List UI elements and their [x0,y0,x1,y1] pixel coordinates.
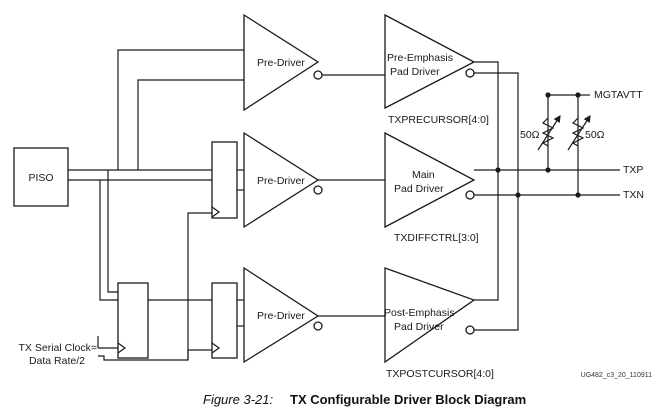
figure-caption: Figure 3-21: TX Configurable Driver Bloc… [203,392,526,407]
piso-block: PISO [13,147,69,207]
pre-emphasis-pad-driver: Pre-Emphasis Pad Driver [384,13,476,110]
post-emphasis-pad-driver: Post-Emphasis Pad Driver [384,267,476,364]
caption-title: TX Configurable Driver Block Diagram [290,392,526,407]
clock-label-line-2: Data Rate/2 [29,355,85,367]
svg-text:Main: Main [412,169,435,181]
txpostcursor-label: TXPOSTCURSOR[4:0] [386,368,494,380]
caption-number: Figure 3-21: [203,392,273,407]
resistor-2-label: 50Ω [585,129,605,141]
svg-text:Pre-Driver: Pre-Driver [257,175,305,187]
txn-label: TXN [623,189,644,201]
svg-text:Pre-Emphasis: Pre-Emphasis [387,52,453,64]
txprecursor-label: TXPRECURSOR[4:0] [388,114,489,126]
svg-text:Pre-Driver: Pre-Driver [257,57,305,69]
mgtavtt-label: MGTAVTT [594,89,643,101]
svg-text:Pad Driver: Pad Driver [394,321,444,333]
txp-label: TXP [623,164,643,176]
pre-driver-mid: Pre-Driver [243,131,323,229]
pre-driver-bot: Pre-Driver [243,266,323,364]
svg-text:Pad Driver: Pad Driver [394,183,444,195]
figure-id: UG482_c3_20_110911 [581,372,652,379]
pre-driver-top: Pre-Driver [243,13,323,112]
flip-flop-1 [117,282,149,359]
flip-flop-3 [211,282,238,359]
svg-text:Pre-Driver: Pre-Driver [257,310,305,322]
flip-flop-2 [211,141,238,219]
svg-text:Post-Emphasis: Post-Emphasis [384,307,455,319]
main-pad-driver: Main Pad Driver [384,131,476,229]
junction-dots [495,92,581,198]
resistor-1-label: 50Ω [520,129,540,141]
txdiffctrl-label: TXDIFFCTRL[3:0] [394,232,479,244]
clock-label-line-1: TX Serial Clock= [19,342,97,354]
svg-text:Pad Driver: Pad Driver [390,66,440,78]
svg-text:PISO: PISO [28,172,53,184]
wires [68,49,620,361]
